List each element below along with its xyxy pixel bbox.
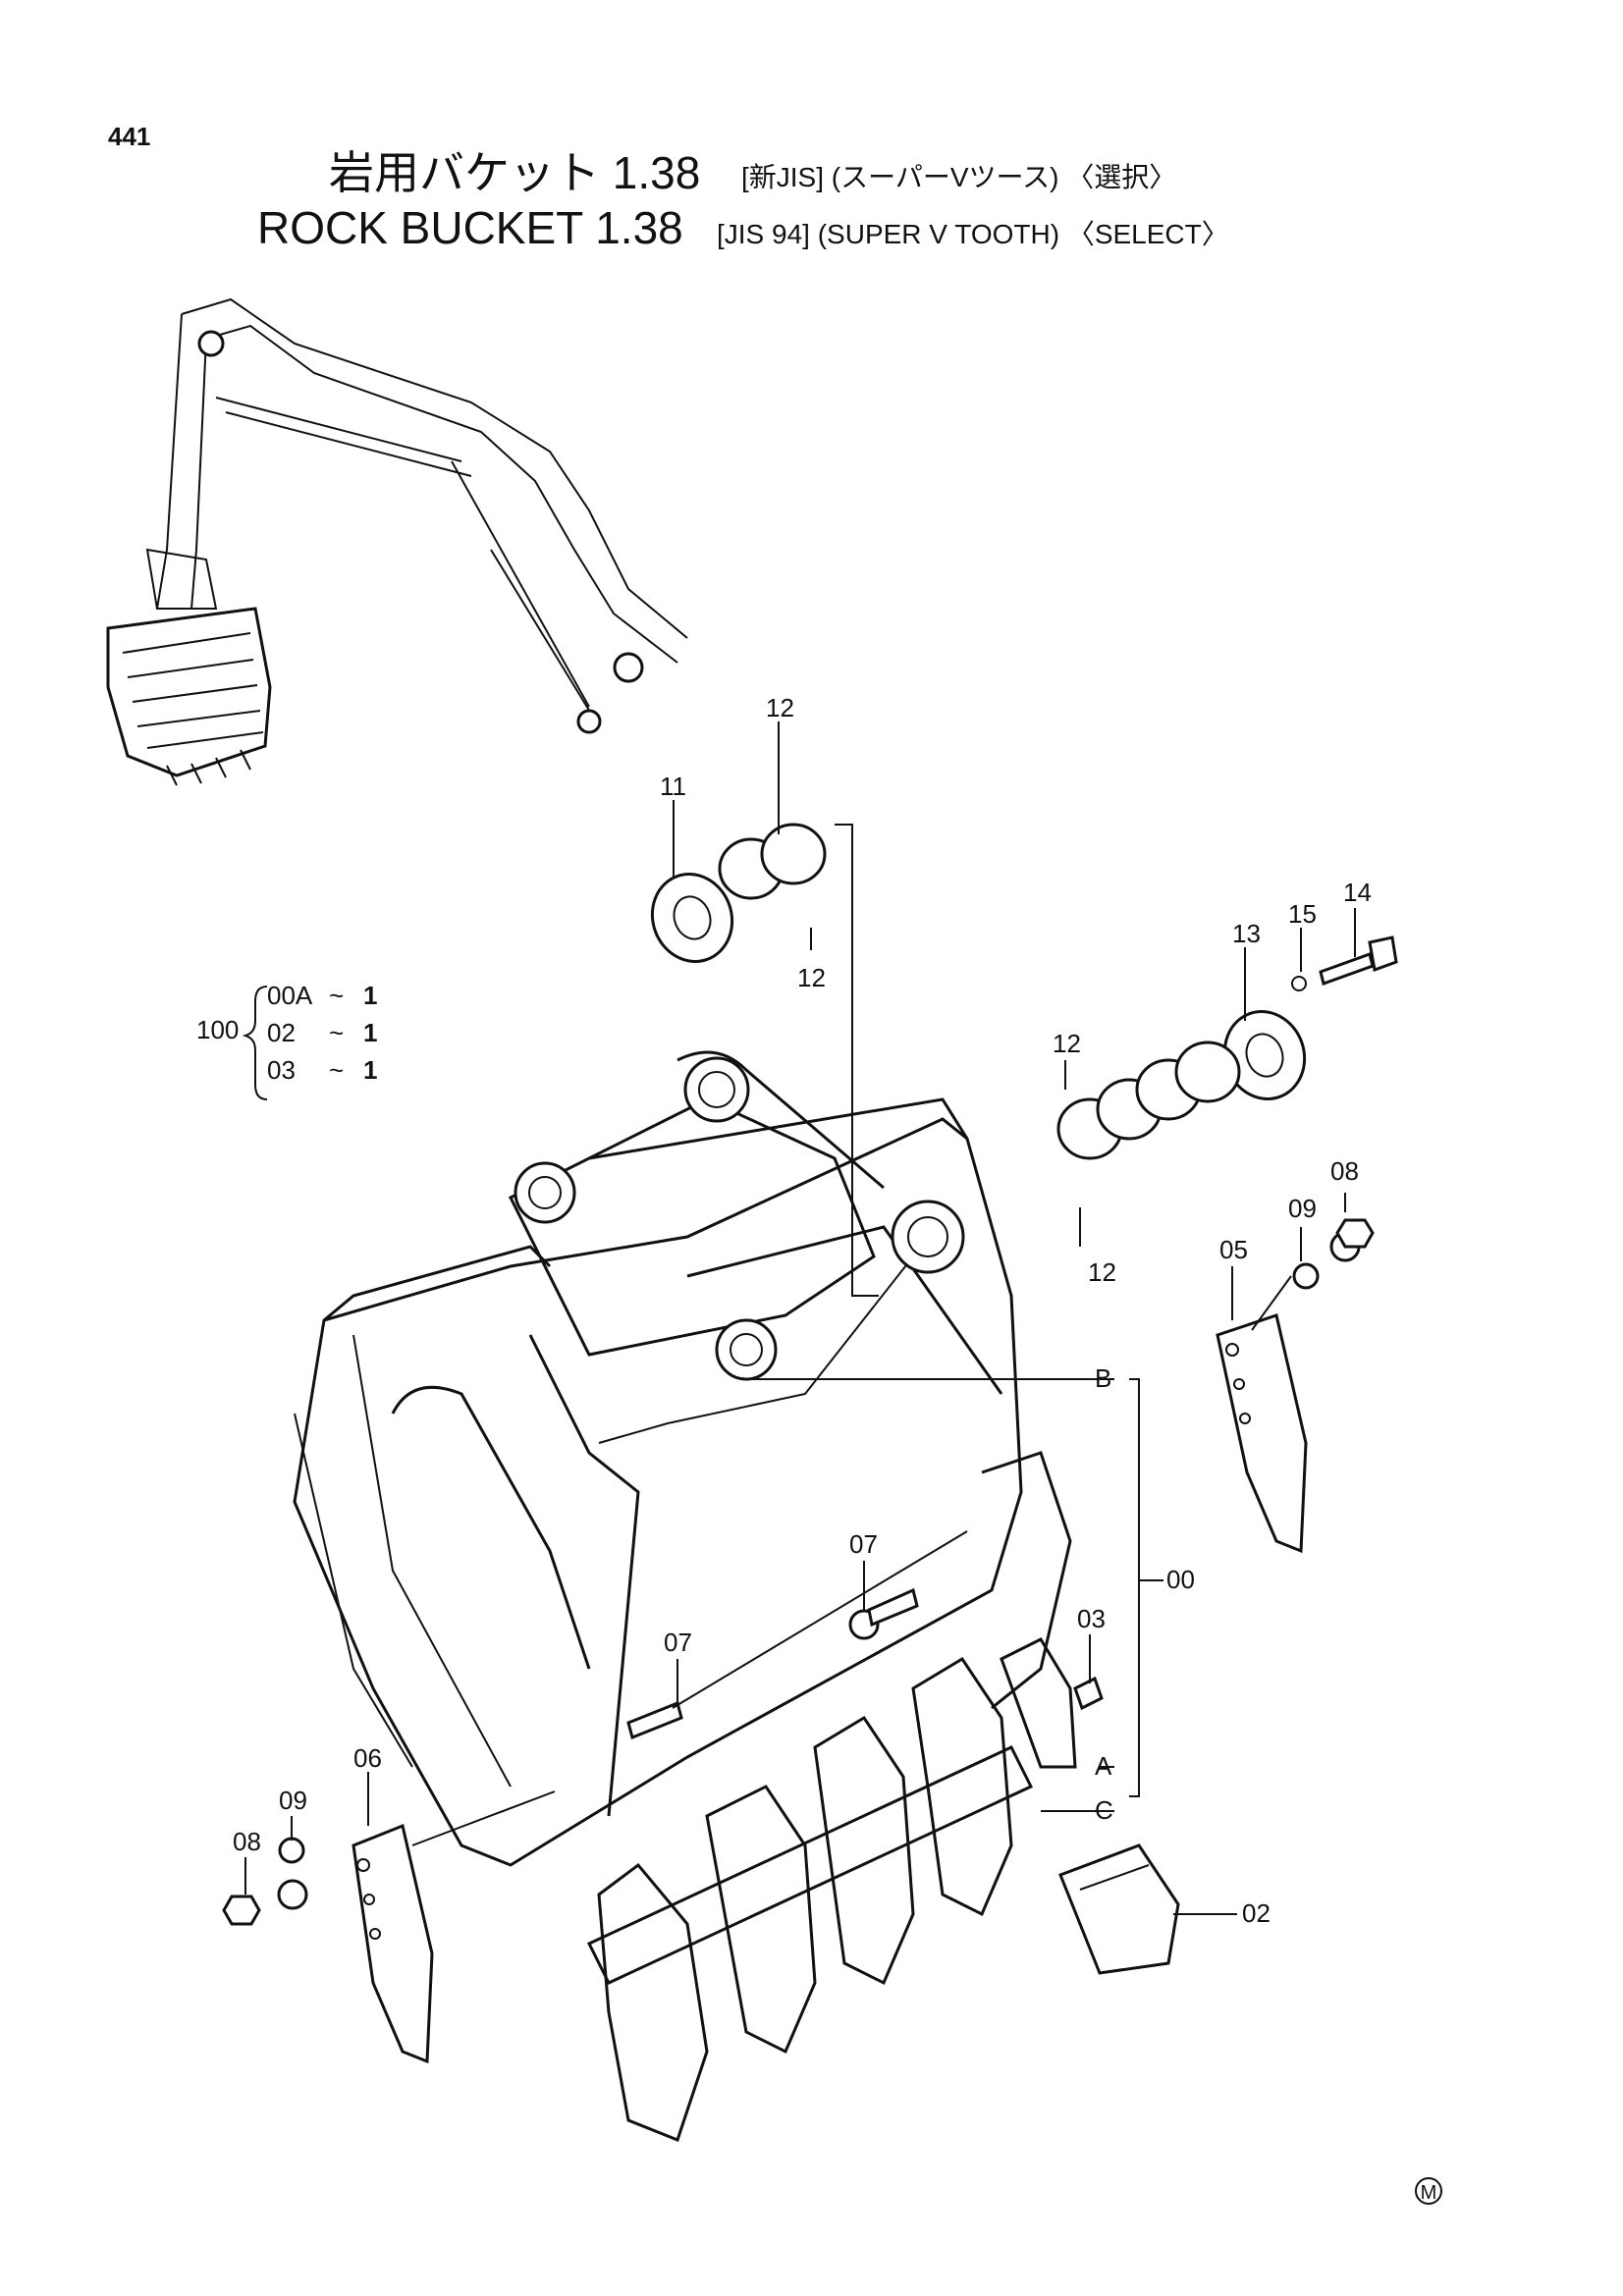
callout-label: C [1095,1795,1113,1825]
callout-label: 12 [766,693,794,722]
leader-lines [244,721,1356,1915]
callout-label: 08 [1330,1156,1359,1186]
assembly-table: 100 00A ~ 1 02 ~ 1 03 ~ 1 [196,981,377,1100]
callout-label: 11 [660,772,686,801]
callout-label: 14 [1343,878,1372,907]
callout-label: 12 [1053,1029,1081,1058]
assembly-brace [242,986,268,1100]
bucket-teeth [586,1637,1180,2142]
callout-label: 07 [664,1628,692,1657]
assembly-row-qty: 1 [363,981,377,1010]
callout-label: 02 [1242,1898,1271,1928]
callout-label: 07 [849,1529,878,1559]
callout-label: A [1095,1751,1112,1781]
callout-label: B [1095,1363,1111,1393]
title-japanese-spec: [新JIS] (スーパーVツース) 〈選択〉 [741,162,1176,192]
assembly-row-qty: 1 [363,1055,377,1085]
callout-label: 13 [1232,919,1261,948]
side-cutters [352,1313,1308,2064]
assembly-row-part: 03 [267,1055,296,1085]
assembly-row-sep: ~ [329,1055,344,1085]
callout-label: 03 [1077,1604,1106,1633]
callout-label: 00 [1166,1565,1195,1594]
small-parts [222,823,1398,1926]
callout-label: 09 [1288,1194,1317,1223]
circled-m-mark: M [1415,2177,1442,2205]
assembly-row-qty: 1 [363,1018,377,1047]
title-english-main: ROCK BUCKET 1.38 [257,202,683,253]
callout-label: 15 [1288,899,1317,929]
assembly-row-part: 02 [267,1018,296,1047]
assembly-code: 100 [196,1015,239,1044]
excavator-arm-illustration [106,297,688,786]
assembly-row-part: 00A [267,981,313,1010]
title-english-spec: [JIS 94] (SUPER V TOOTH) 〈SELECT〉 [717,219,1229,249]
callout-label: 12 [1088,1257,1116,1287]
page-number: 441 [108,122,150,151]
bucket-body-drawing [293,1050,1072,1867]
callout-labels: 12 11 12 14 15 13 12 12 08 09 05 B 07 00… [233,693,1372,1928]
callout-label: 08 [233,1827,261,1856]
callout-label: 05 [1219,1235,1248,1264]
callout-label: 06 [353,1743,382,1773]
callout-label: 09 [279,1786,307,1815]
mark-letter: M [1421,2182,1437,2204]
assembly-row-sep: ~ [329,1018,344,1047]
assembly-row-sep: ~ [329,981,344,1010]
title-japanese-main: 岩用バケット 1.38 [329,147,700,198]
callout-label: 12 [797,963,826,992]
